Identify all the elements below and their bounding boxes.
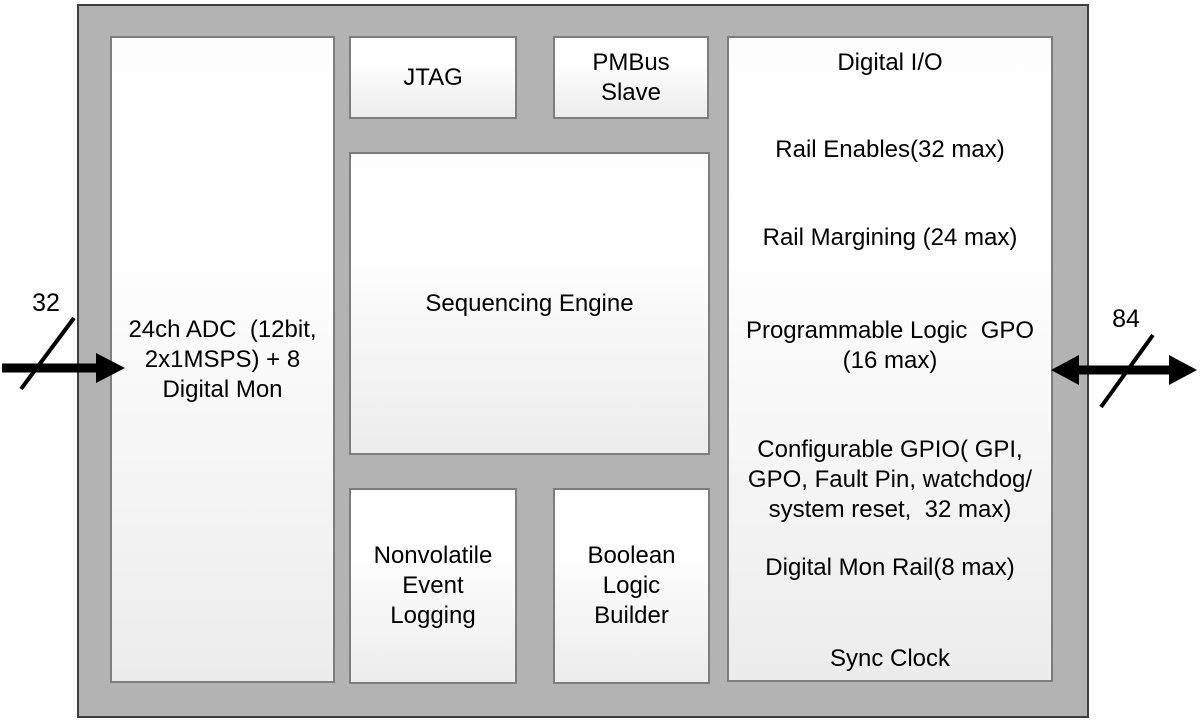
digital-io-item-programmable-logic-gpo: Programmable Logic GPO (16 max) (745, 317, 1035, 374)
digital-io-item-configurable-gpio: Configurable GPIO( GPI, GPO, Fault Pin, … (747, 436, 1033, 523)
left-bus-width-slash (19, 316, 76, 391)
block-sequencing-engine-label: Sequencing Engine (425, 289, 634, 317)
digital-io-item-rail-enables: Rail Enables(32 max) (775, 136, 1005, 163)
left-bus-width-label: 32 (32, 289, 60, 317)
block-adc-label: 24ch ADC (12bit, 2x1MSPS) + 8 Digital Mo… (128, 315, 317, 403)
digital-io-item-sync-clock: Sync Clock (829, 645, 951, 672)
block-sequencing-engine: Sequencing Engine (349, 152, 710, 455)
right-bus-width-label: 84 (1112, 305, 1140, 333)
left-bus-arrow (2, 316, 125, 391)
block-digital-io: Digital I/O Rail Enables(32 max) Rail Ma… (727, 36, 1053, 682)
block-pmbus-slave: PMBus Slave (553, 36, 709, 119)
block-adc: 24ch ADC (12bit, 2x1MSPS) + 8 Digital Mo… (110, 36, 335, 683)
block-jtag-label: JTAG (403, 63, 463, 91)
block-boolean-logic-builder: Boolean Logic Builder (553, 488, 710, 684)
block-nonvolatile-event-logging-label: Nonvolatile Event Logging (373, 542, 493, 629)
block-boolean-logic-builder-label: Boolean Logic Builder (587, 542, 676, 629)
right-bus-arrow (1051, 333, 1197, 409)
digital-io-item-digital-mon-rail: Digital Mon Rail(8 max) (765, 554, 1015, 581)
right-bus-width-slash (1099, 333, 1155, 409)
block-nonvolatile-event-logging: Nonvolatile Event Logging (349, 488, 517, 684)
block-jtag: JTAG (349, 36, 517, 119)
right-bus-arrowhead-right (1169, 355, 1197, 385)
right-bus-arrowhead-left (1051, 355, 1079, 385)
digital-io-item-rail-margining: Rail Margining (24 max) (762, 224, 1018, 251)
block-pmbus-slave-label: PMBus Slave (592, 48, 670, 106)
digital-io-title: Digital I/O (837, 49, 943, 76)
left-bus-arrowhead (96, 353, 125, 383)
